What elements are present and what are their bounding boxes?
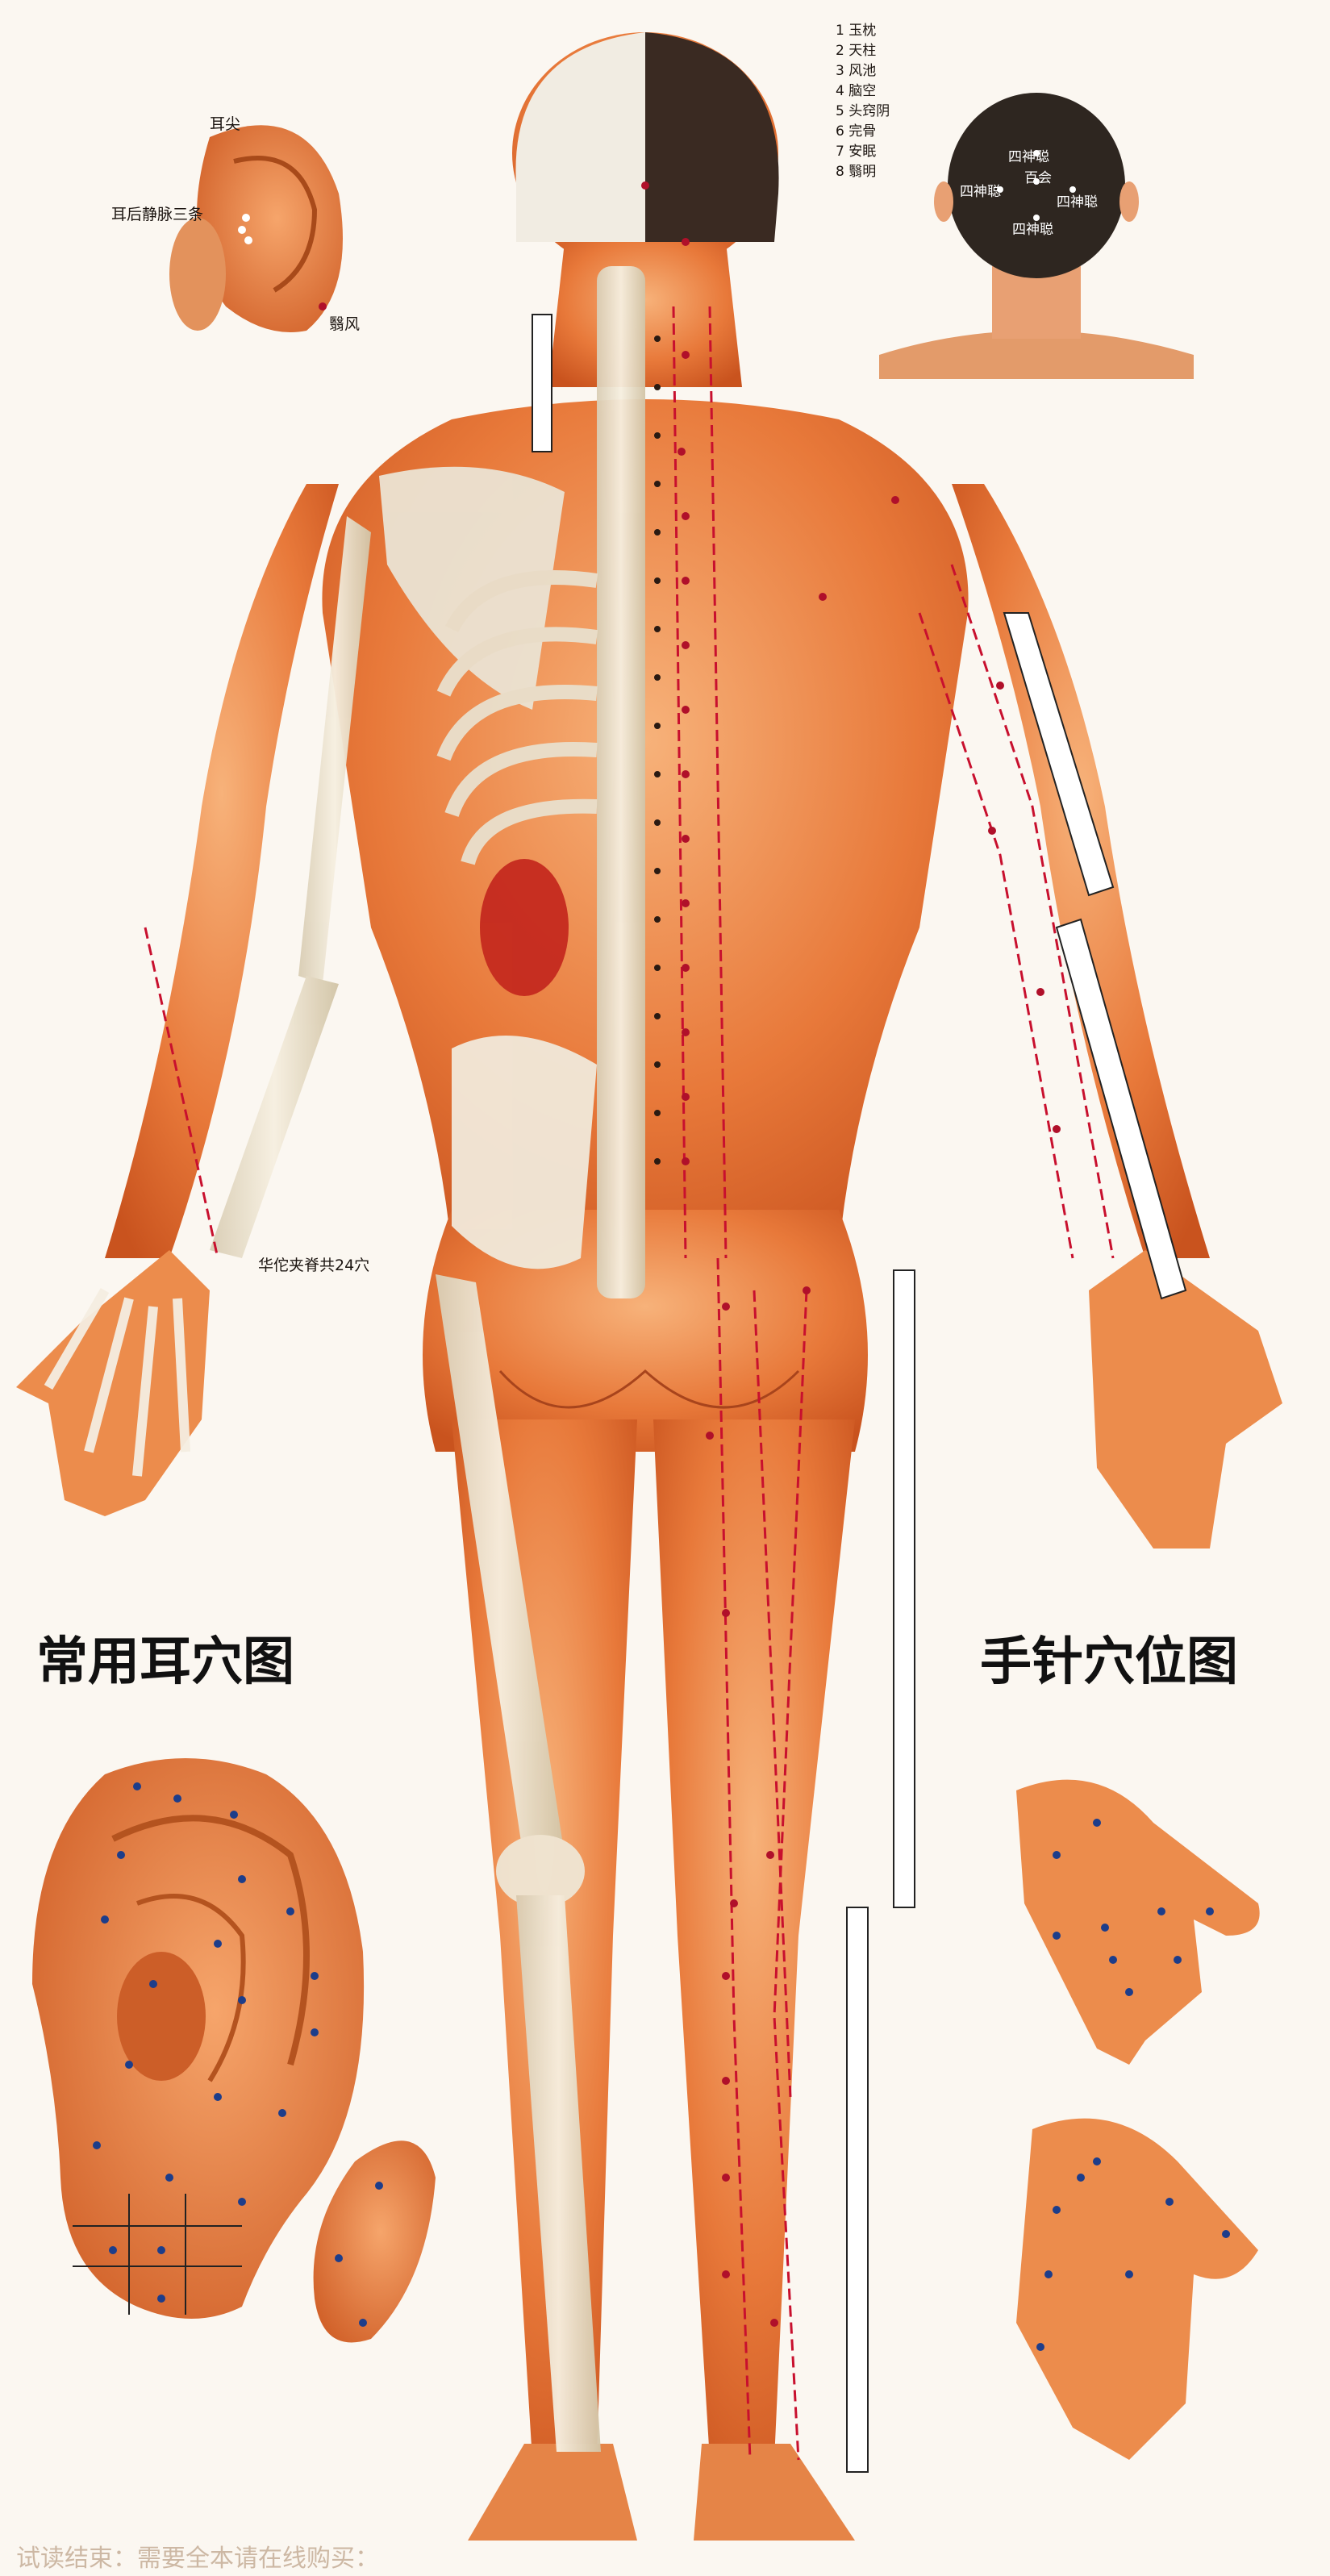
arm-left bbox=[105, 484, 339, 1258]
ear-panel-bottom bbox=[32, 1758, 436, 2342]
title-ear-points: 常用耳穴图 bbox=[36, 1632, 294, 1692]
ruler-leg bbox=[847, 1270, 915, 2472]
huatuo-note: 华佗夹脊共24穴 bbox=[258, 1257, 369, 1274]
legend-item-4: 4 脑空 bbox=[836, 83, 876, 99]
purchase-notice: 试读结束：需要全本请在线购买： bbox=[16, 2545, 379, 2573]
leg-right bbox=[653, 1419, 855, 2460]
hand-panel-palm bbox=[1016, 2119, 1258, 2460]
kidney bbox=[480, 859, 569, 996]
title-hand-points: 手针穴位图 bbox=[980, 1632, 1238, 1692]
legend-item-5: 5 头窍阴 bbox=[836, 103, 890, 119]
legend-item-8: 8 翳明 bbox=[836, 164, 876, 180]
spine bbox=[597, 266, 645, 1298]
head-back-label-5: 四神聪 bbox=[1012, 222, 1053, 238]
foot-right bbox=[694, 2444, 855, 2541]
ear-panel-top: 耳尖 耳后静脉三条 翳风 bbox=[111, 115, 360, 333]
legend-item-2: 2 天柱 bbox=[836, 43, 876, 59]
hand-palm-shape bbox=[1016, 2119, 1258, 2460]
ear-lobe-piece bbox=[314, 2140, 436, 2342]
legend-item-1: 1 玉枕 bbox=[836, 23, 876, 39]
legend-item-6: 6 完骨 bbox=[836, 123, 876, 140]
legend-item-3: 3 风池 bbox=[836, 63, 876, 79]
ear-top-label-2: 耳后静脉三条 bbox=[111, 206, 203, 223]
head-back-panel: 四神聪 四神聪 百会 四神聪 四神聪 bbox=[879, 93, 1194, 379]
head-back-label-4: 四神聪 bbox=[1057, 194, 1098, 210]
ruler-neck bbox=[532, 315, 552, 452]
hand-right bbox=[1089, 1250, 1282, 1549]
hand-panel-back bbox=[1016, 1780, 1260, 2065]
ear-top-label-3: 翳风 bbox=[329, 315, 360, 333]
hair-right bbox=[645, 32, 779, 242]
hand-back-shape bbox=[1016, 1780, 1260, 2065]
head-back-label-2: 四神聪 bbox=[960, 184, 1001, 200]
hair-left bbox=[515, 32, 645, 242]
foot-left bbox=[468, 2444, 637, 2541]
legend-list: 1 玉枕 2 天柱 3 风池 4 脑空 5 头窍阴 6 完骨 7 安眠 8 翳明 bbox=[836, 23, 890, 180]
head-back-label-3: 百会 bbox=[1024, 170, 1052, 186]
head-back-label-1: 四神聪 bbox=[1008, 149, 1049, 165]
pelvis bbox=[452, 1036, 597, 1269]
ear-top-label-1: 耳尖 bbox=[210, 115, 240, 133]
legend-item-7: 7 安眠 bbox=[836, 144, 876, 160]
